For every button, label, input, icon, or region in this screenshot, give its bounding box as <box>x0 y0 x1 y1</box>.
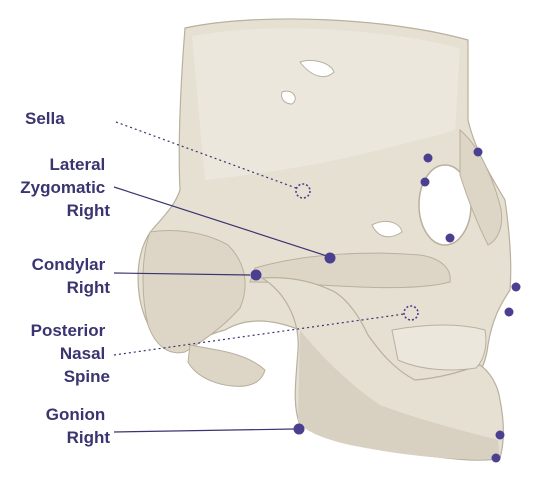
landmark-dot <box>424 154 433 163</box>
label-pns-line-3: Spine <box>64 367 110 386</box>
label-lzr-line-2: Zygomatic <box>20 178 105 197</box>
label-lateral-zygomatic-right: Lateral Zygomatic Right <box>20 155 110 220</box>
label-gr-line-1: Gonion <box>46 405 105 424</box>
label-cr-line-2: Right <box>67 278 111 297</box>
label-sella-line-1: Sella <box>25 109 65 128</box>
landmark-gonion-right: Gonion Right <box>46 405 305 447</box>
landmark-dot <box>474 148 483 157</box>
gonion-right-point-icon <box>294 424 305 435</box>
leader-line-gonion-right <box>114 429 294 432</box>
landmark-dot <box>505 308 514 317</box>
label-condylar-right: Condylar Right <box>32 255 111 297</box>
landmark-dot <box>512 283 521 292</box>
landmark-dot <box>421 178 430 187</box>
label-gr-line-2: Right <box>67 428 111 447</box>
label-cr-line-1: Condylar <box>32 255 106 274</box>
lateral-zygomatic-right-point-icon <box>325 253 336 264</box>
landmark-dot <box>446 234 455 243</box>
label-gonion-right: Gonion Right <box>46 405 111 447</box>
inferior-fragment <box>188 345 265 386</box>
label-lzr-line-3: Right <box>67 201 111 220</box>
skull-illustration <box>138 19 511 460</box>
landmark-dot <box>492 454 501 463</box>
label-pns-line-1: Posterior <box>31 321 106 340</box>
label-posterior-nasal-spine: Posterior Nasal Spine <box>31 321 110 386</box>
landmark-dot <box>496 431 505 440</box>
skull-base-shape <box>143 231 245 353</box>
label-sella: Sella <box>25 109 65 128</box>
condylar-right-point-icon <box>251 270 262 281</box>
teeth-region <box>392 325 486 370</box>
label-lzr-line-1: Lateral <box>50 155 106 174</box>
label-pns-line-2: Nasal <box>60 344 105 363</box>
